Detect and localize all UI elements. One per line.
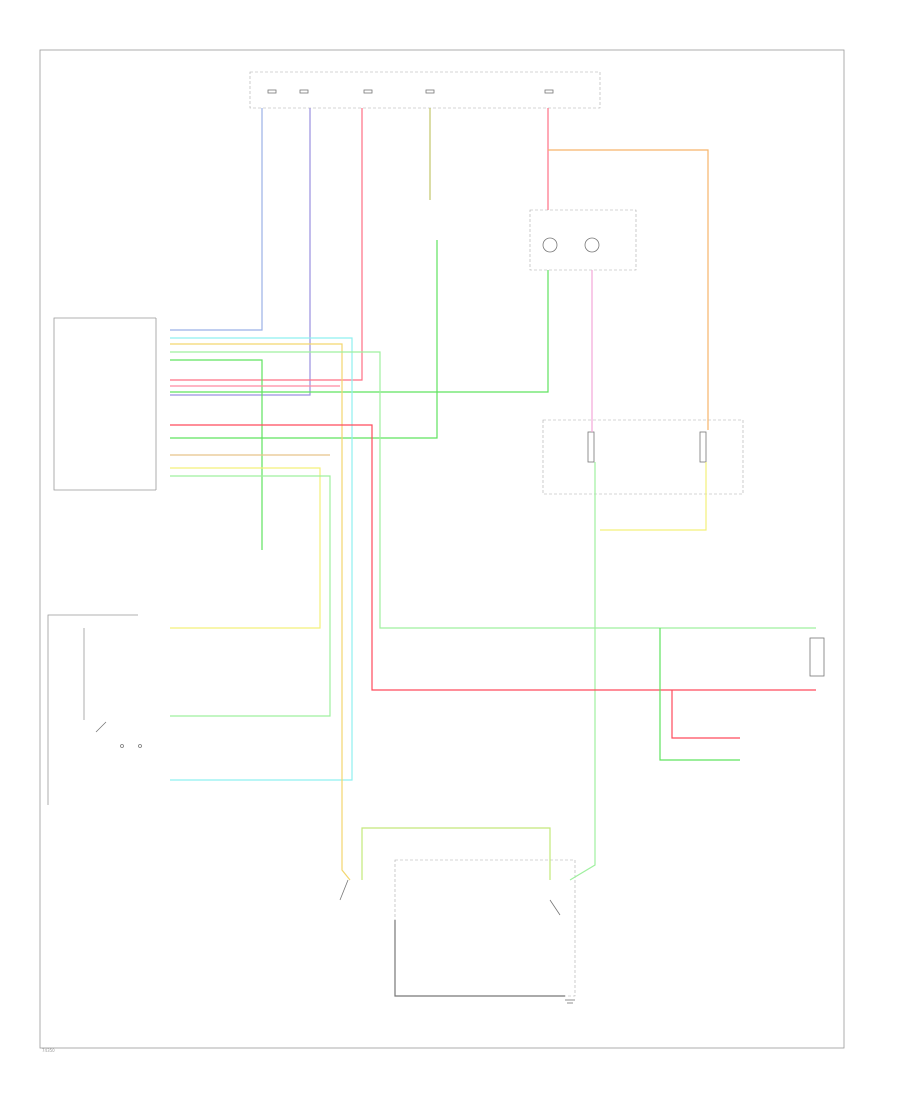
- control-module: [53, 317, 157, 491]
- switch-icon: [120, 744, 142, 748]
- fuse-icon: [267, 89, 554, 94]
- wires: [170, 108, 816, 997]
- switch-assembly: [47, 614, 142, 805]
- connector-icon: [699, 431, 707, 463]
- diagram-frame: [39, 49, 845, 1049]
- right-connector: [809, 637, 825, 677]
- sensor-area: [542, 419, 744, 495]
- figure-code: 74350: [42, 1048, 55, 1053]
- lamp-icon: [542, 237, 600, 253]
- instrument-cluster: [529, 209, 637, 271]
- selector-switch: [339, 859, 576, 1004]
- connector-icon: [587, 431, 595, 463]
- fuse-box: [249, 71, 601, 109]
- ground-icon: [565, 999, 575, 1004]
